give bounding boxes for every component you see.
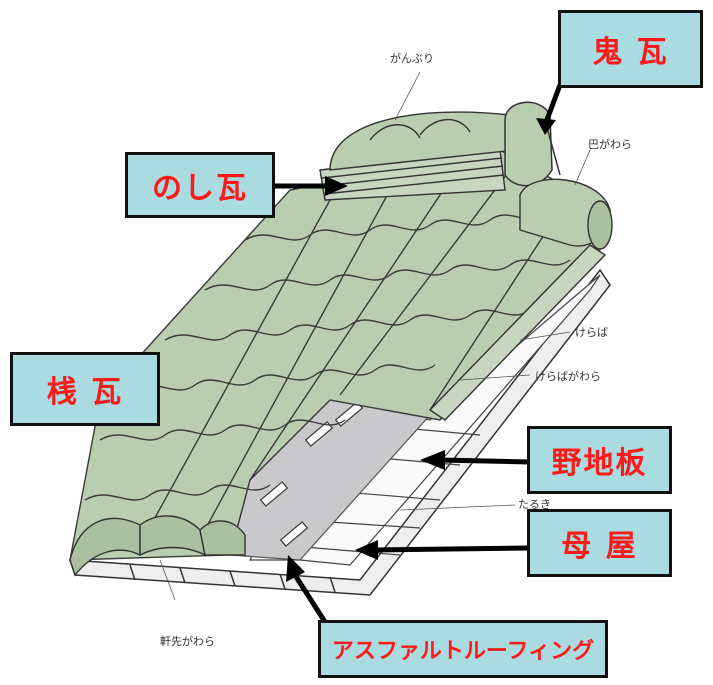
label-tomoe-gawara: 巴がわら xyxy=(588,137,632,151)
label-keraba: けらば xyxy=(575,326,608,339)
callout-noshi-gawara: のし瓦 xyxy=(125,152,275,218)
ridge xyxy=(319,111,516,201)
tile-field xyxy=(69,149,601,561)
label-ganburi: がんぶり xyxy=(390,51,434,65)
oni-gawara-ornament xyxy=(504,101,561,187)
label-taruki: たるき xyxy=(518,498,551,511)
eave-tiles xyxy=(69,515,246,577)
label-leaders xyxy=(159,71,591,601)
keraba-edge xyxy=(428,178,613,421)
label-keraba-gawara: けらばがわら xyxy=(535,369,601,383)
label-nokisaki-gawara: 軒先がわら xyxy=(160,634,215,648)
callout-nojiita: 野地板 xyxy=(527,426,672,494)
callout-asphalt-roofing: アスファルトルーフィング xyxy=(318,620,608,678)
callout-oni-gawara: 鬼 瓦 xyxy=(558,10,703,88)
callout-san-gawara: 桟 瓦 xyxy=(10,352,160,426)
callout-arrows xyxy=(275,84,563,624)
callout-moya: 母 屋 xyxy=(527,509,672,577)
